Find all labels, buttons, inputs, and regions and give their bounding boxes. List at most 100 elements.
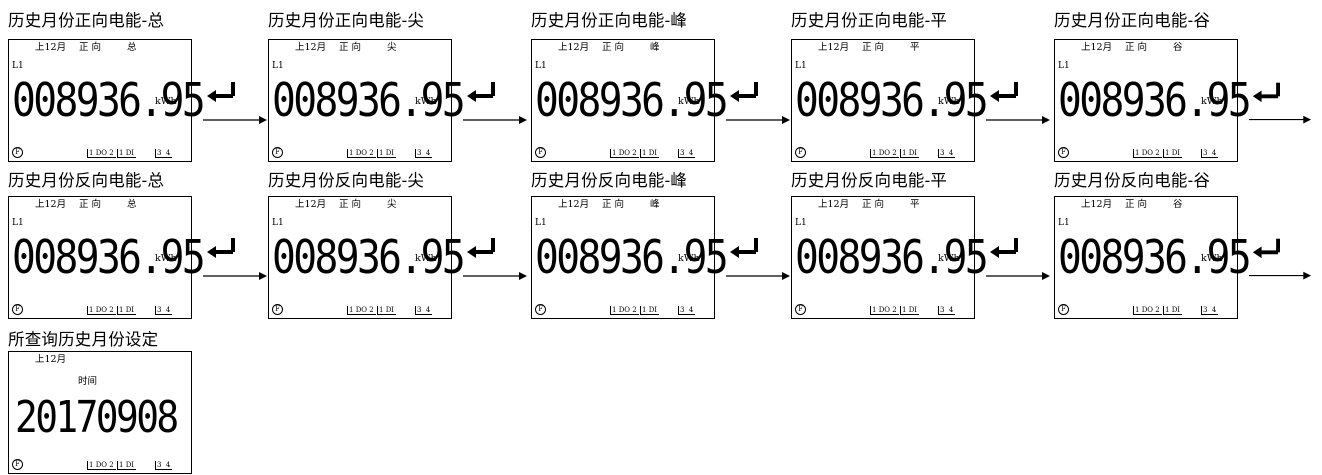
energy-reading: 008936.95 (272, 230, 466, 284)
direction-label: 正 向 (339, 42, 362, 53)
di-indicator-1: 1 DI (117, 306, 137, 315)
setting-value: 20170908 (15, 392, 179, 443)
line-label: L1 (535, 61, 547, 71)
flow-arrow-icon (463, 82, 527, 124)
month-label: 上12月 (818, 42, 850, 53)
do-indicator: 1 DO 2 (1133, 306, 1162, 315)
tariff-label: 谷 (1173, 199, 1183, 210)
energy-reading: 008936.95 (795, 73, 989, 127)
di-indicator-2: 3 4 (938, 149, 956, 158)
panel-title: 历史月份正向电能-平 (791, 11, 948, 30)
flow-arrow-icon (986, 82, 1050, 124)
panel-title: 历史月份反向电能-谷 (1054, 171, 1211, 190)
panel-title: 历史月份正向电能-尖 (268, 11, 425, 30)
di-indicator-1: 1 DI (117, 461, 137, 470)
line-label: L1 (12, 61, 24, 71)
di-indicator-1: 1 DI (117, 149, 137, 158)
meter-status-icon: F (1058, 304, 1069, 315)
unit-label: kWh (155, 96, 177, 107)
meter-display: 上12月 正 向 平 L1 008936.95 kWh F 1 DO 2 1 D… (791, 196, 989, 319)
unit-label: kWh (938, 253, 960, 264)
meter-status-icon: F (795, 147, 806, 158)
setting-title: 所查询历史月份设定 (8, 330, 159, 349)
di-indicator-1: 1 DI (640, 306, 660, 315)
di-indicator-2: 3 4 (415, 306, 433, 315)
panel-title: 历史月份反向电能-尖 (268, 171, 425, 190)
meter-status-icon: F (12, 147, 23, 158)
direction-label: 正 向 (862, 42, 885, 53)
meter-display: 上12月 正 向 峰 L1 008936.95 kWh F 1 DO 2 1 D… (531, 39, 729, 162)
di-indicator-2: 3 4 (678, 306, 696, 315)
unit-label: kWh (1201, 253, 1223, 264)
panel-title: 历史月份正向电能-谷 (1054, 11, 1211, 30)
di-indicator-1: 1 DI (1163, 306, 1183, 315)
meter-status-icon: F (535, 147, 546, 158)
energy-reading: 008936.95 (272, 73, 466, 127)
flow-arrow-icon (463, 238, 527, 280)
line-label: L1 (12, 218, 24, 228)
do-indicator: 1 DO 2 (1133, 149, 1162, 158)
month-label: 上12月 (35, 199, 67, 210)
tariff-label: 平 (910, 42, 920, 53)
di-indicator-1: 1 DI (1163, 149, 1183, 158)
energy-reading: 008936.95 (12, 73, 206, 127)
di-indicator-2: 3 4 (1201, 149, 1219, 158)
di-indicator-1: 1 DI (900, 306, 920, 315)
month-label: 上12月 (35, 42, 67, 53)
direction-label: 正 向 (862, 199, 885, 210)
panel-title: 历史月份反向电能-总 (8, 171, 165, 190)
month-label: 上12月 (818, 199, 850, 210)
panel-title: 历史月份正向电能-峰 (531, 11, 688, 30)
unit-label: kWh (938, 96, 960, 107)
tariff-label: 尖 (387, 199, 397, 210)
meter-display: 上12月 正 向 谷 L1 008936.95 kWh F 1 DO 2 1 D… (1054, 39, 1252, 162)
unit-label: kWh (155, 253, 177, 264)
energy-reading: 008936.95 (795, 230, 989, 284)
do-indicator: 1 DO 2 (610, 306, 639, 315)
meter-status-icon: F (12, 304, 23, 315)
meter-status-icon: F (535, 304, 546, 315)
line-label: L1 (1058, 218, 1070, 228)
flow-arrow-icon (726, 82, 790, 124)
di-indicator-2: 3 4 (155, 461, 173, 470)
month-label: 上12月 (35, 354, 67, 365)
di-indicator-1: 1 DI (377, 306, 397, 315)
month-label: 上12月 (558, 199, 590, 210)
di-indicator-2: 3 4 (678, 149, 696, 158)
meter-display: 上12月 正 向 谷 L1 008936.95 kWh F 1 DO 2 1 D… (1054, 196, 1252, 319)
meter-status-icon: F (1058, 147, 1069, 158)
tariff-label: 谷 (1173, 42, 1183, 53)
line-label: L1 (272, 61, 284, 71)
direction-label: 正 向 (339, 199, 362, 210)
unit-label: kWh (415, 96, 437, 107)
direction-label: 正 向 (1125, 199, 1148, 210)
month-label: 上12月 (1081, 42, 1113, 53)
meter-display: 上12月 正 向 总 L1 008936.95 kWh F 1 DO 2 1 D… (8, 39, 206, 162)
flow-arrow-icon (203, 238, 267, 280)
tariff-label: 总 (127, 42, 137, 53)
flow-arrow-icon (986, 238, 1050, 280)
do-indicator: 1 DO 2 (87, 306, 116, 315)
tariff-label: 平 (910, 199, 920, 210)
flow-arrow-icon (726, 238, 790, 280)
meter-display: 上12月 正 向 尖 L1 008936.95 kWh F 1 DO 2 1 D… (268, 196, 466, 319)
energy-reading: 008936.95 (535, 230, 729, 284)
do-indicator: 1 DO 2 (610, 149, 639, 158)
meter-status-icon: F (12, 459, 23, 470)
meter-status-icon: F (272, 304, 283, 315)
tariff-label: 尖 (387, 42, 397, 53)
do-indicator: 1 DO 2 (87, 149, 116, 158)
line-label: L1 (535, 218, 547, 228)
direction-label: 正 向 (602, 42, 625, 53)
do-indicator: 1 DO 2 (347, 149, 376, 158)
flow-arrow-icon (1248, 238, 1312, 280)
tariff-label: 峰 (650, 199, 660, 210)
do-indicator: 1 DO 2 (87, 461, 116, 470)
unit-label: kWh (1201, 96, 1223, 107)
tariff-label: 峰 (650, 42, 660, 53)
do-indicator: 1 DO 2 (870, 306, 899, 315)
energy-reading: 008936.95 (535, 73, 729, 127)
setting-display: 上12月 时间 20170908 F 1 DO 2 1 DI 3 4 (8, 351, 192, 474)
energy-reading: 008936.95 (1058, 73, 1252, 127)
line-label: L1 (272, 218, 284, 228)
